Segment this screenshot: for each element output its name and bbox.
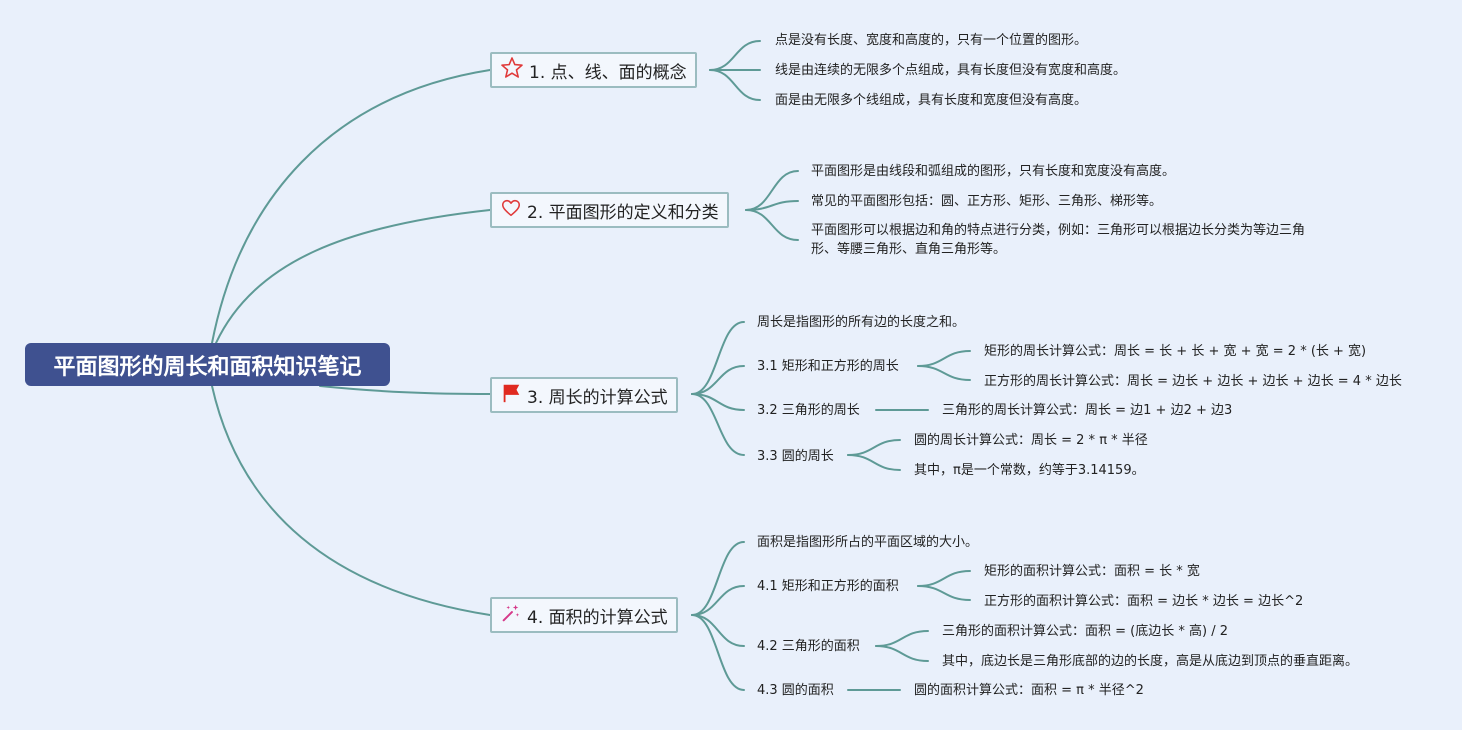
magic-wand-sparkle-icon (500, 602, 522, 629)
connector-root-branch-3 (319, 385, 491, 395)
branch-4-sub-2-title: 4.2 三角形的面积 (757, 639, 860, 654)
branch-1-topic[interactable]: 1. 点、线、面的概念 (490, 52, 697, 88)
connector-root-branch-2 (215, 209, 491, 344)
branch-4-sub-2-note-2: 其中，底边长是三角形底部的边的长度，高是从底边到顶点的垂直距离。 (942, 654, 1359, 669)
connector-b3-s3-n2 (847, 454, 901, 471)
branch-4-topic[interactable]: 4. 面积的计算公式 (490, 597, 678, 633)
connector-b4-s2-n2 (875, 645, 929, 662)
branch-4-sub-3-title: 4.3 圆的面积 (757, 683, 834, 698)
branch-3-sub-2-note-1: 三角形的周长计算公式：周长 = 边1 + 边2 + 边3 (942, 403, 1233, 418)
connector-b1-n1 (709, 40, 761, 71)
connector-b3-s3-n1 (847, 439, 901, 456)
connector-b3-s1-n2 (917, 365, 971, 381)
branch-4-sub-1-note-2: 正方形的面积计算公式：面积 = 边长 * 边长 = 边长^2 (984, 594, 1304, 609)
connector-b3-intro (691, 321, 745, 395)
connector-root-branch-1 (211, 69, 491, 344)
connector-b4-s1-n1 (917, 570, 971, 587)
branch-1-title: 1. 点、线、面的概念 (529, 62, 687, 83)
branch-3-title: 3. 周长的计算公式 (527, 387, 668, 408)
connector-b3-s1-n1 (917, 350, 971, 367)
branch-3-sub-2-title: 3.2 三角形的周长 (757, 403, 860, 418)
star-outline-icon (500, 56, 524, 85)
connector-b1-n3 (709, 69, 761, 101)
branch-2-note-1: 平面图形是由线段和弧组成的图形，只有长度和宽度没有高度。 (811, 164, 1176, 179)
branch-2-note-3: 平面图形可以根据边和角的特点进行分类，例如：三角形可以根据边长分类为等边三角形、… (811, 223, 1306, 257)
branch-3-sub-3-note-2: 其中，π是一个常数，约等于3.14159。 (914, 463, 1145, 478)
branch-3-sub-1-note-1: 矩形的周长计算公式：周长 = 长 + 长 + 宽 + 宽 = 2 * (长 + … (984, 344, 1367, 359)
connector-b2-n1 (745, 170, 799, 211)
connector-b2-n2 (745, 200, 799, 211)
branch-1-note-3: 面是由无限多个线组成，具有长度和宽度但没有高度。 (775, 93, 1088, 108)
root-topic[interactable]: 平面图形的周长和面积知识笔记 (25, 343, 390, 386)
branch-4-sub-3-note-1: 圆的面积计算公式：面积 = π * 半径^2 (914, 683, 1144, 698)
connector-b4-s2-n1 (875, 630, 929, 647)
branch-2-note-2: 常见的平面图形包括：圆、正方形、矩形、三角形、梯形等。 (811, 194, 1163, 209)
branch-4-title: 4. 面积的计算公式 (527, 607, 668, 628)
branch-4-sub-1-note-1: 矩形的面积计算公式：面积 = 长 * 宽 (984, 564, 1200, 579)
connector-b3-sub3 (691, 393, 745, 456)
branch-3-topic[interactable]: 3. 周长的计算公式 (490, 377, 678, 413)
branch-4-sub-2-note-1: 三角形的面积计算公式：面积 = (底边长 * 高) / 2 (942, 624, 1228, 639)
heart-outline-icon (500, 197, 522, 224)
connector-b4-sub3 (691, 614, 745, 691)
connector-b4-intro (691, 541, 745, 616)
branch-4-intro: 面积是指图形所占的平面区域的大小。 (757, 535, 979, 550)
branch-4-sub-1-title: 4.1 矩形和正方形的面积 (757, 579, 899, 594)
connector-b4-s1-n2 (917, 585, 971, 601)
branch-3-sub-1-title: 3.1 矩形和正方形的周长 (757, 359, 899, 374)
branch-2-topic[interactable]: 2. 平面图形的定义和分类 (490, 192, 729, 228)
branch-3-intro: 周长是指图形的所有边的长度之和。 (757, 315, 966, 330)
connector-b3-sub1 (691, 365, 745, 395)
branch-3-sub-3-note-1: 圆的周长计算公式：周长 = 2 * π * 半径 (914, 433, 1148, 448)
connector-root-branch-4 (211, 385, 491, 616)
connector-b4-sub1 (691, 585, 745, 616)
red-flag-icon (500, 382, 522, 409)
branch-3-sub-3-title: 3.3 圆的周长 (757, 449, 834, 464)
root-title: 平面图形的周长和面积知识笔记 (53, 354, 362, 380)
connector-b4-sub2 (691, 614, 745, 647)
branch-2-title: 2. 平面图形的定义和分类 (527, 202, 719, 223)
branch-1-note-1: 点是没有长度、宽度和高度的，只有一个位置的图形。 (775, 33, 1088, 48)
connector-b2-n3 (745, 209, 799, 241)
branch-1-note-2: 线是由连续的无限多个点组成，具有长度但没有宽度和高度。 (775, 63, 1127, 78)
branch-3-sub-1-note-2: 正方形的周长计算公式：周长 = 边长 + 边长 + 边长 + 边长 = 4 * … (984, 374, 1402, 389)
